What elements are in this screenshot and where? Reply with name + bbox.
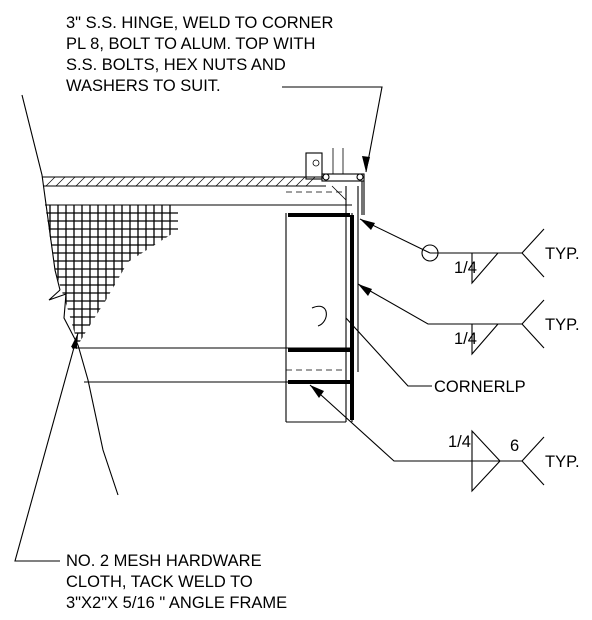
hinge-leader xyxy=(282,86,383,173)
hinge-note-line-3: S.S. BOLTS, HEX NUTS AND xyxy=(66,56,286,74)
mesh-leader-arrowhead xyxy=(71,333,78,349)
hinge-assembly xyxy=(305,148,365,215)
corner-plate-callout: CORNERLP xyxy=(345,317,526,396)
weld-1-size: 1/4 xyxy=(454,259,477,277)
mesh-note-line-2: CLOTH, TACK WELD TO xyxy=(66,573,253,591)
hinge-note: 3" S.S. HINGE, WELD TO CORNER PL 8, BOLT… xyxy=(66,14,334,95)
mesh-hardware-cloth xyxy=(45,205,178,345)
hinge-leader-arrowhead xyxy=(362,156,370,172)
mesh-leader xyxy=(14,332,79,562)
hinge-note-line-2: PL 8, BOLT TO ALUM. TOP WITH xyxy=(66,35,315,53)
mesh-note: NO. 2 MESH HARDWARE CLOTH, TACK WELD TO … xyxy=(66,552,287,612)
weld-2-size: 1/4 xyxy=(454,330,477,348)
break-line-lower xyxy=(77,344,119,496)
aluminum-top xyxy=(42,176,326,187)
corner-plate xyxy=(285,186,359,423)
hinge-note-line-4: WASHERS TO SUIT. xyxy=(66,77,221,95)
weld-symbol-2: 1/4 TYP. xyxy=(357,283,580,356)
mesh-note-line-3: 3"X2"X 5/16 " ANGLE FRAME xyxy=(66,594,287,612)
weld-3-note: TYP. xyxy=(545,453,580,471)
mesh-note-line-1: NO. 2 MESH HARDWARE xyxy=(66,552,262,570)
weld-1-note: TYP. xyxy=(545,245,580,263)
weld-3-size: 1/4 xyxy=(448,433,471,451)
weld-2-note: TYP. xyxy=(545,316,580,334)
hinge-note-line-1: 3" S.S. HINGE, WELD TO CORNER xyxy=(66,14,334,32)
break-line-upper xyxy=(21,94,61,291)
weld-symbol-1: 1/4 TYP. xyxy=(359,218,580,285)
weld-symbol-3: 1/4 6 TYP. xyxy=(309,384,580,493)
corner-plate-label: CORNERLP xyxy=(434,378,526,396)
weld-3-length: 6 xyxy=(510,437,519,455)
